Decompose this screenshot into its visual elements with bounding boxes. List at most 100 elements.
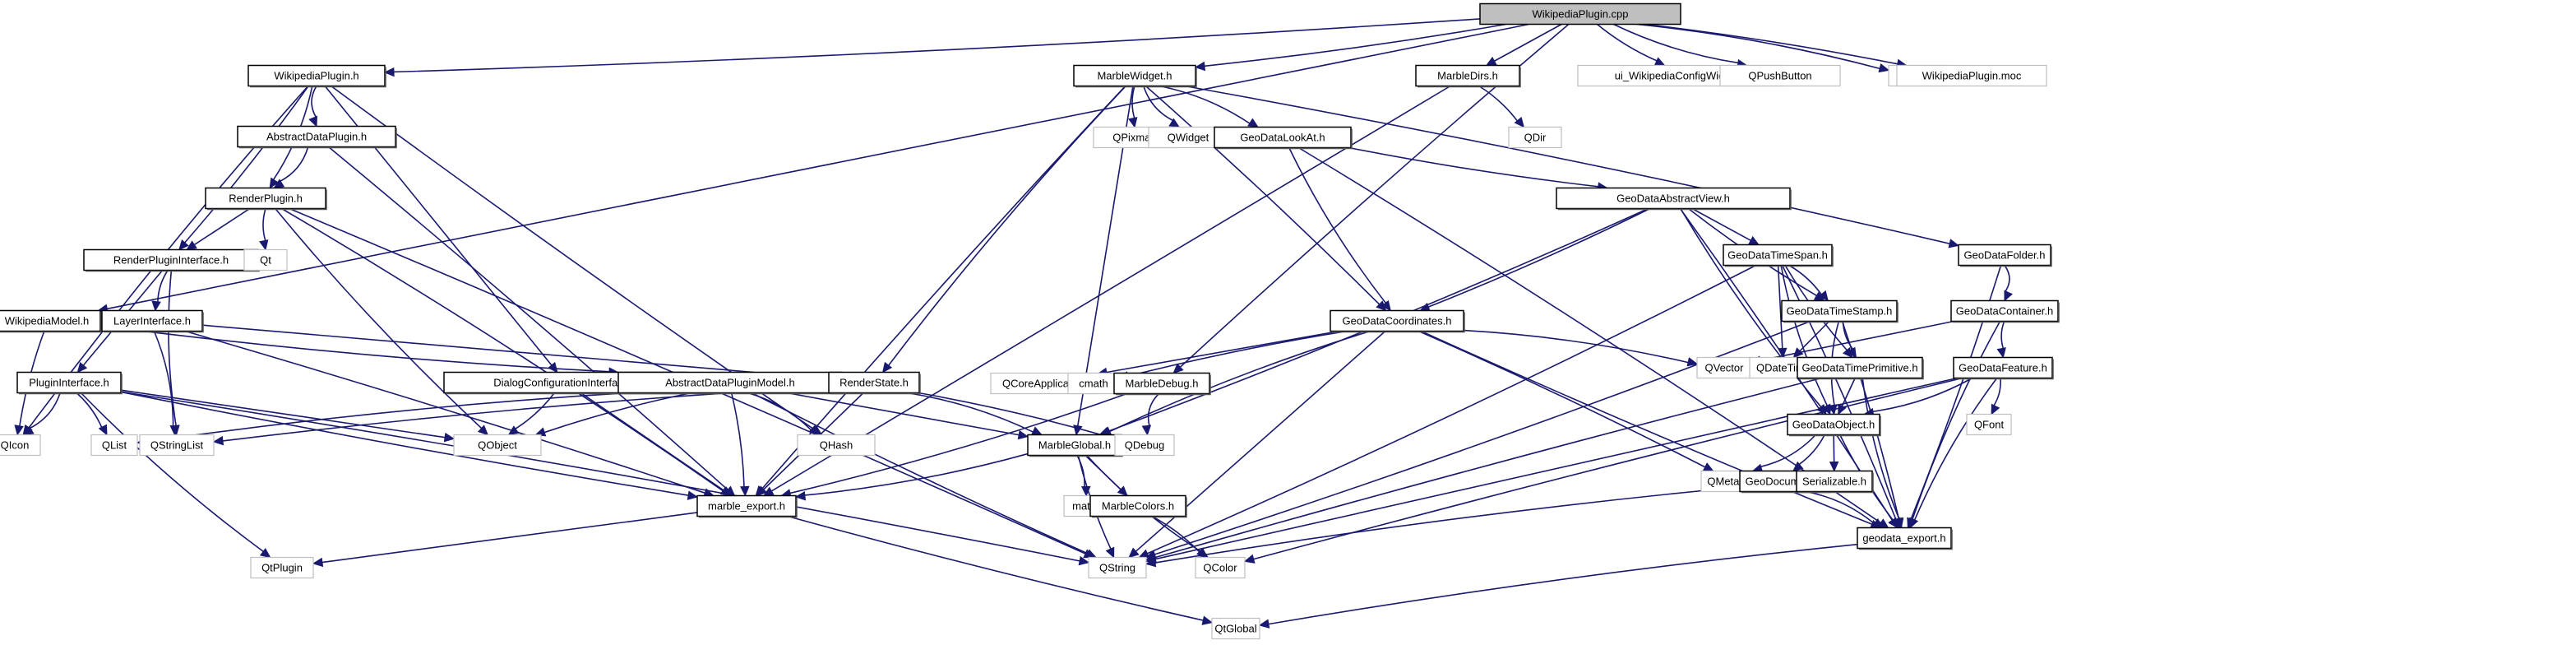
- node-geodatalookat-h[interactable]: GeoDataLookAt.h: [1214, 126, 1353, 150]
- edge-RenderPlugin_h-to-QObject: [275, 207, 489, 436]
- edge-MarbleGlobal_h-to-marble_export_h: [794, 452, 1029, 501]
- node-box: [139, 434, 215, 457]
- node-renderplugininterface-h[interactable]: RenderPluginInterface.h: [83, 248, 260, 272]
- node-geodatatimestamp-h[interactable]: GeoDataTimeStamp.h: [1781, 299, 1898, 323]
- node-marbledirs-h[interactable]: MarbleDirs.h: [1415, 64, 1521, 88]
- node-box: [1479, 2, 1681, 26]
- node-geodataobject-h[interactable]: GeoDataObject.h: [1787, 413, 1881, 437]
- node-geodatafolder-h[interactable]: GeoDataFolder.h: [1958, 244, 2052, 267]
- edge-line: [580, 392, 725, 492]
- node-label: Qt: [260, 254, 271, 267]
- node-qicon: QIcon: [0, 434, 41, 457]
- node-serializable-h[interactable]: Serializable.h: [1796, 470, 1874, 494]
- edge-line: [279, 146, 309, 183]
- node-geodataabstractview-h[interactable]: GeoDataAbstractView.h: [1556, 187, 1792, 211]
- node-box: [16, 371, 122, 394]
- node-renderstate-h[interactable]: RenderState.h: [828, 371, 921, 395]
- edge-line: [76, 392, 103, 429]
- node-label: MarbleGlobal.h: [1038, 439, 1111, 452]
- arrowhead-icon: [1996, 347, 2006, 359]
- node-label: QList: [102, 439, 127, 452]
- node-box: [1113, 372, 1210, 395]
- arrowhead-icon: [755, 485, 766, 497]
- node-label: Serializable.h: [1802, 476, 1866, 488]
- edge-line: [1871, 377, 1973, 413]
- edge-GeoDocument_h-to-QString: [1145, 486, 1741, 568]
- edge-line: [1108, 330, 1371, 433]
- node-shadow: [1789, 415, 1881, 437]
- node-label: RenderState.h: [839, 377, 909, 389]
- edge-line: [1992, 378, 2001, 407]
- edge-GeoDataObject_h-to-GeoDocument_h: [1792, 434, 1825, 472]
- node-geodatacoordinates-h[interactable]: GeoDataCoordinates.h: [1330, 309, 1465, 333]
- edge-WikipediaPlugin_cpp-to-MarbleWidget_h: [1194, 23, 1506, 72]
- edge-line: [1911, 321, 2001, 521]
- arrowhead-icon: [1878, 63, 1890, 73]
- edge-MarbleColors_h-to-QColor: [1151, 515, 1208, 559]
- arrowhead-icon: [1838, 403, 1847, 415]
- node-shadow: [0, 312, 102, 333]
- node-box: [1719, 64, 1841, 87]
- edges-layer: [14, 18, 2014, 629]
- node-marblecolors-h[interactable]: MarbleColors.h: [1089, 494, 1187, 518]
- node-renderplugin-h[interactable]: RenderPlugin.h: [205, 187, 327, 211]
- edge-GeoDataFeature_h-to-QFont: [1991, 378, 2001, 415]
- node-box: [696, 494, 797, 517]
- edge-AbstractDataPluginModel_h-to-marble_export_h: [730, 392, 750, 497]
- node-geodatafeature-h[interactable]: GeoDataFeature.h: [1953, 356, 2054, 380]
- node-shadow: [1558, 189, 1792, 211]
- node-box: [250, 556, 314, 579]
- node-geodata-export-h[interactable]: geodata_export.h: [1857, 527, 1953, 550]
- node-label: QHash: [820, 439, 853, 452]
- arrowhead-icon: [1380, 299, 1391, 312]
- node-marbleglobal-h[interactable]: MarbleGlobal.h: [1027, 434, 1123, 457]
- node-wikipediamodel-h[interactable]: WikipediaModel.h: [0, 309, 102, 333]
- node-wikipediaplugin-h[interactable]: WikipediaPlugin.h: [247, 64, 386, 88]
- edge-line: [1780, 265, 1829, 407]
- node-abstractdataplugin-h[interactable]: AbstractDataPlugin.h: [237, 125, 397, 149]
- node-plugininterface-h[interactable]: PluginInterface.h: [16, 371, 123, 395]
- node-marblewidget-h[interactable]: MarbleWidget.h: [1073, 64, 1197, 88]
- arrowhead-icon: [1748, 235, 1760, 246]
- node-label: DialogConfigurationInterface.h: [493, 377, 638, 389]
- edge-GeoDataTimeSpan_h-to-QDateTime: [1777, 265, 1787, 359]
- edge-line: [918, 392, 1108, 438]
- node-qdebug: QDebug: [1114, 434, 1175, 457]
- arrowhead-icon: [76, 361, 88, 374]
- node-geodatatimeprimitive-h[interactable]: GeoDataTimePrimitive.h: [1797, 356, 1924, 380]
- node-qhash: QHash: [797, 434, 876, 457]
- node-shadow: [830, 374, 921, 395]
- node-abstractdatapluginmodel-h[interactable]: AbstractDataPluginModel.h: [617, 371, 844, 395]
- edge-GeoDataTimePrimitive_h-to-GeoDataObject_h: [1838, 378, 1856, 415]
- arrowhead-icon: [186, 240, 197, 251]
- edge-RenderPlugin_h-to-RenderPluginInterface_h: [186, 207, 251, 251]
- edge-RenderState_h-to-QDebug: [918, 392, 1117, 441]
- node-shadow: [1075, 67, 1197, 88]
- arrowhead-icon: [1686, 357, 1699, 367]
- edge-line: [1418, 330, 1707, 468]
- arrowhead-icon: [443, 432, 456, 443]
- node-marbledebug-h[interactable]: MarbleDebug.h: [1113, 372, 1211, 396]
- node-box: [1415, 64, 1520, 87]
- node-label: MarbleDirs.h: [1437, 70, 1498, 82]
- node-wikipediaplugin-cpp[interactable]: WikipediaPlugin.cpp: [1479, 2, 1681, 26]
- edge-line: [1636, 23, 1881, 70]
- arrowhead-icon: [1653, 57, 1666, 67]
- edge-GeoDataCoordinates_h-to-QString: [1128, 330, 1386, 559]
- node-box: [1958, 244, 2051, 267]
- arrowhead-icon: [1194, 61, 1206, 72]
- node-geodatacontainer-h[interactable]: GeoDataContainer.h: [1950, 299, 2060, 323]
- edge-GeoDataTimeSpan_h-to-GeoDataObject_h: [1780, 265, 1831, 415]
- node-label: GeoDataAbstractView.h: [1616, 193, 1730, 205]
- node-layerinterface-h[interactable]: LayerInterface.h: [101, 309, 204, 333]
- node-geodatatimespan-h[interactable]: GeoDataTimeSpan.h: [1723, 244, 1834, 267]
- arrowhead-icon: [312, 557, 324, 568]
- node-box: [83, 248, 259, 271]
- node-marble-export-h[interactable]: marble_export.h: [696, 494, 798, 518]
- node-label: WikipediaPlugin.moc: [1922, 70, 2022, 82]
- edge-AbstractDataPlugin_h-to-RenderPlugin_h: [273, 146, 309, 189]
- arrowhead-icon: [1702, 462, 1714, 472]
- edge-line: [1777, 265, 1783, 350]
- node-box: [453, 434, 542, 457]
- node-wikipediaplugin-moc: WikipediaPlugin.moc: [1896, 64, 2047, 87]
